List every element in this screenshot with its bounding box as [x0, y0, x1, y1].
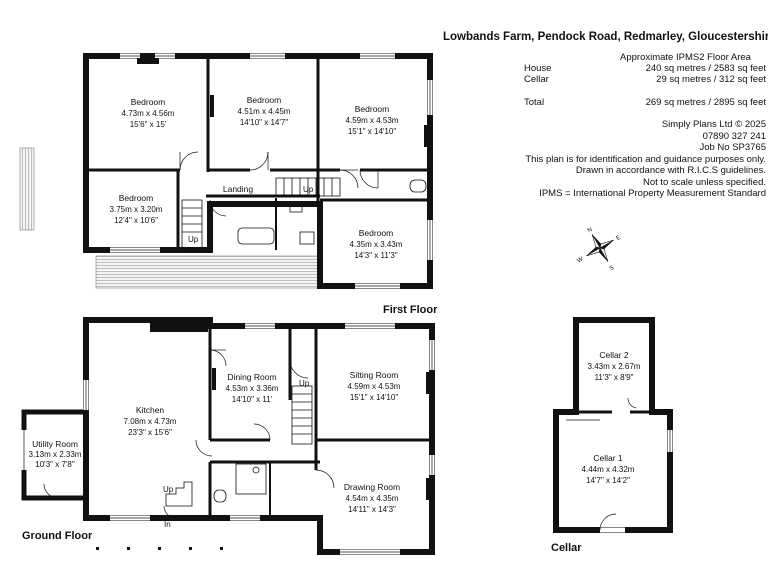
room-imperial-bedroom-4: 12'4" x 10'6"	[114, 216, 158, 225]
company-name: Simply Plans Ltd © 2025	[661, 119, 766, 130]
room-metric-bedroom-2: 4.51m x 4.45m	[238, 107, 291, 116]
room-name-cellar-2: Cellar 2	[599, 350, 629, 360]
room-metric-drawing: 4.54m x 4.35m	[346, 494, 399, 503]
room-imperial-cellar-1: 14'7" x 14'2"	[586, 476, 630, 485]
first-floor-room-labels: Bedroom 4.73m x 4.56m 15'6" x 15' Bedroo…	[110, 95, 403, 260]
room-metric-kitchen: 7.08m x 4.73m	[124, 417, 177, 426]
roof-front	[95, 255, 319, 289]
disclaimer-line-1: This plan is for identification and guid…	[525, 153, 766, 165]
area-value-cellar: 29 sq metres / 312 sq feet	[656, 74, 766, 85]
ipms-note: IPMS = International Property Measuremen…	[539, 188, 766, 199]
credits-block: Simply Plans Ltd © 2025 07890 327 241 Jo…	[525, 119, 766, 200]
compass-e: E	[615, 235, 621, 242]
room-metric-bedroom-3: 4.59m x 4.53m	[346, 116, 399, 125]
compass-n: N	[587, 227, 594, 234]
room-imperial-dining: 14'10" x 11'	[232, 395, 273, 404]
entrance-markers	[96, 547, 223, 550]
room-metric-cellar-1: 4.44m x 4.32m	[582, 465, 635, 474]
ground-floor-outer-wall	[83, 317, 435, 555]
room-name-cellar-1: Cellar 1	[593, 453, 623, 463]
room-imperial-bedroom-3: 15'1" x 14'10"	[348, 127, 396, 136]
area-label-cellar: Cellar	[524, 74, 549, 85]
landing-label: Landing	[223, 184, 254, 194]
stairs-up-label-ground: Up	[299, 379, 310, 388]
room-name-dining: Dining Room	[227, 372, 276, 382]
first-floor-title: First Floor	[383, 304, 438, 316]
room-imperial-sitting: 15'1" x 14'10"	[350, 393, 398, 402]
room-name-utility: Utility Room	[32, 439, 78, 449]
area-label-total: Total	[524, 97, 545, 108]
roof-left	[19, 147, 35, 231]
stairs-up-label-first: Up	[303, 185, 314, 194]
room-metric-bedroom-1: 4.73m x 4.56m	[122, 109, 175, 118]
area-label-house: House	[524, 63, 552, 74]
room-imperial-drawing: 14'11" x 14'3"	[348, 505, 396, 514]
room-imperial-bedroom-2: 14'10" x 14'7"	[240, 118, 288, 127]
cellar-room-labels: Cellar 2 3.43m x 2.67m 11'3" x 8'9" Cell…	[582, 350, 641, 485]
room-metric-dining: 4.53m x 3.36m	[226, 384, 279, 393]
room-name-bedroom-4: Bedroom	[119, 193, 154, 203]
area-value-house: 240 sq metres / 2583 sq feet	[645, 63, 766, 74]
room-metric-bedroom-4: 3.75m x 3.20m	[110, 205, 163, 214]
room-name-bedroom-3: Bedroom	[355, 104, 390, 114]
entrance-in-label: In	[164, 520, 171, 529]
ground-floor-plan	[21, 317, 435, 555]
room-imperial-utility: 10'3" x 7'8"	[35, 460, 75, 469]
room-imperial-bedroom-5: 14'3" x 11'3"	[354, 251, 397, 260]
property-address: Lowbands Farm, Pendock Road, Redmarley, …	[443, 31, 768, 43]
room-name-sitting: Sitting Room	[350, 370, 399, 380]
cellar-outer-wall	[553, 317, 673, 533]
compass-s: S	[609, 265, 615, 272]
room-imperial-kitchen: 23'3" x 15'6"	[128, 428, 172, 437]
phone-number: 07890 327 241	[702, 130, 766, 142]
room-metric-utility: 3.13m x 2.33m	[29, 450, 82, 459]
room-metric-sitting: 4.59m x 4.53m	[348, 382, 401, 391]
compass-rose: N S E W	[576, 227, 621, 272]
disclaimer-line-3: Not to scale unless specified.	[642, 176, 766, 188]
area-heading: Approximate IPMS2 Floor Area	[620, 52, 751, 63]
stairs-up-label-first-2: Up	[188, 235, 199, 244]
room-imperial-cellar-2: 11'3" x 8'9"	[595, 373, 634, 382]
room-name-drawing: Drawing Room	[344, 482, 400, 492]
room-name-kitchen: Kitchen	[136, 405, 165, 415]
disclaimer-line-2: Drawn in accordance with R.I.C.S guideli…	[575, 165, 766, 176]
area-value-total: 269 sq metres / 2895 sq feet	[645, 97, 766, 108]
room-name-bedroom-1: Bedroom	[131, 97, 166, 107]
compass-w: W	[576, 256, 584, 264]
ground-floor-room-labels: Kitchen 7.08m x 4.73m 23'3" x 15'6" Dini…	[29, 370, 401, 529]
entry-up-label: Up	[163, 485, 174, 494]
room-metric-cellar-2: 3.43m x 2.67m	[588, 362, 641, 371]
job-number: Job No SP3765	[699, 142, 766, 153]
cellar-title: Cellar	[551, 542, 582, 554]
cellar-plan	[553, 317, 673, 533]
room-imperial-bedroom-1: 15'6" x 15'	[130, 120, 167, 129]
room-name-bedroom-5: Bedroom	[359, 228, 394, 238]
room-name-bedroom-2: Bedroom	[247, 95, 282, 105]
first-floor-plan	[19, 53, 433, 289]
room-metric-bedroom-5: 4.35m x 3.43m	[350, 240, 403, 249]
ground-floor-title: Ground Floor	[22, 530, 93, 542]
